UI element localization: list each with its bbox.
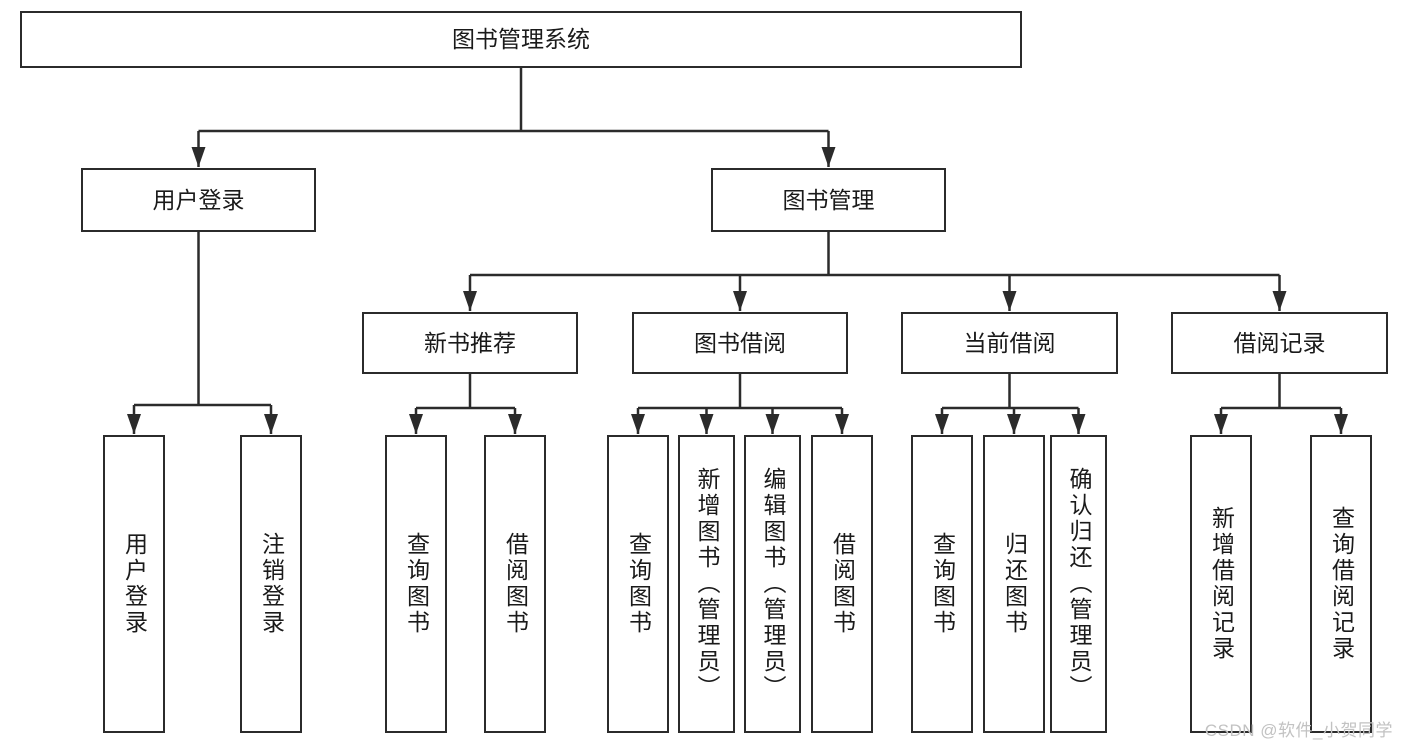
node-level3-3-label: 借阅记录 [1233,329,1326,356]
watermark-label: CSDN @软件_小贺同学 [1204,721,1393,740]
node-level3-0[interactable]: 新书推荐 [362,312,578,374]
node-leaf-0-label: 用户登录 [121,532,148,636]
node-leaf-4[interactable]: 查询图书 [607,435,669,733]
arrow-head-icon-newbooks-1 [508,414,522,434]
arrow-head-icon-login-1 [264,414,278,434]
node-leaf-2[interactable]: 查询图书 [385,435,447,733]
node-level3-2-label: 当前借阅 [963,329,1056,356]
arrow-head-icon-root-0 [191,147,206,167]
node-leaf-3-label: 借阅图书 [502,532,529,636]
node-leaf-8[interactable]: 查询图书 [911,435,973,733]
node-leaf-4-label: 查询图书 [625,532,652,636]
node-root-label: 图书管理系统 [452,26,590,53]
node-leaf-11-label: 新增借阅记录 [1208,506,1235,662]
arrow-head-icon-borrow-0 [631,414,645,434]
arrow-head-icon-books-1 [733,291,747,311]
node-level2-1[interactable]: 图书管理 [711,168,946,232]
arrow-head-icon-records-0 [1214,414,1228,434]
node-level3-3[interactable]: 借阅记录 [1171,312,1388,374]
arrow-head-icon-borrow-2 [765,414,780,434]
node-leaf-3[interactable]: 借阅图书 [484,435,546,733]
node-root[interactable]: 图书管理系统 [20,11,1022,68]
arrow-head-icon-books-2 [1002,291,1017,311]
node-leaf-1-label: 注销登录 [258,532,285,636]
node-leaf-11[interactable]: 新增借阅记录 [1190,435,1252,733]
node-leaf-0[interactable]: 用户登录 [103,435,165,733]
arrow-head-icon-login-0 [127,414,141,434]
node-leaf-2-label: 查询图书 [403,532,430,636]
node-level2-0[interactable]: 用户登录 [81,168,316,232]
arrow-head-icon-records-1 [1334,414,1348,434]
node-level3-1-label: 图书借阅 [694,329,786,356]
node-level3-2[interactable]: 当前借阅 [901,312,1118,374]
node-leaf-6[interactable]: 编辑图书（管理员） [744,435,801,733]
arrow-head-icon-root-1 [821,147,836,167]
node-leaf-5[interactable]: 新增图书（管理员） [678,435,735,733]
node-leaf-9[interactable]: 归还图书 [983,435,1045,733]
node-leaf-7-label: 借阅图书 [829,532,856,636]
arrow-head-icon-books-3 [1272,291,1287,311]
node-leaf-6-label: 编辑图书（管理员） [760,467,786,701]
node-leaf-10[interactable]: 确认归还（管理员） [1050,435,1107,733]
arrow-head-icon-current-2 [1071,414,1086,434]
node-leaf-7[interactable]: 借阅图书 [811,435,873,733]
node-leaf-12-label: 查询借阅记录 [1328,506,1355,662]
node-level3-1[interactable]: 图书借阅 [632,312,848,374]
arrow-head-icon-borrow-1 [699,414,714,434]
arrow-head-icon-current-1 [1007,414,1021,434]
arrow-head-icon-current-0 [935,414,949,434]
node-leaf-5-label: 新增图书（管理员） [694,467,720,701]
arrow-head-icon-newbooks-0 [409,414,423,434]
node-leaf-12[interactable]: 查询借阅记录 [1310,435,1372,733]
node-level3-0-label: 新书推荐 [424,329,516,356]
node-leaf-9-label: 归还图书 [1001,532,1028,636]
node-level2-0-label: 用户登录 [152,186,245,213]
arrow-head-icon-borrow-3 [835,414,849,434]
node-leaf-8-label: 查询图书 [929,532,956,636]
arrow-head-icon-books-0 [463,291,477,311]
node-leaf-1[interactable]: 注销登录 [240,435,302,733]
node-leaf-10-label: 确认归还（管理员） [1066,467,1092,701]
node-level2-1-label: 图书管理 [782,186,875,213]
